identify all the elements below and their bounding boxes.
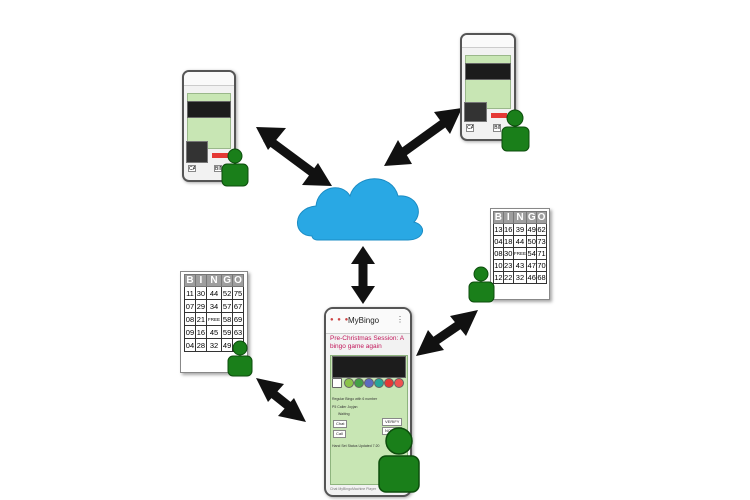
ball-icon bbox=[364, 378, 374, 388]
app-name: MyBingo bbox=[348, 316, 380, 325]
bingo-board bbox=[186, 141, 208, 163]
arrow-top-right bbox=[384, 108, 462, 166]
person-icon bbox=[227, 340, 253, 377]
bingo-card-right: B I N G O 13 16 39 49 62 04 18 44 50 73 … bbox=[490, 208, 550, 300]
ball-icon bbox=[374, 378, 384, 388]
card-cell: 22 bbox=[502, 271, 514, 284]
bottom-nav[interactable]: Chat MyBingoMachine Player bbox=[330, 487, 377, 491]
person-icon bbox=[501, 109, 530, 152]
footer-status: Hand Set Status Updated 7:20 bbox=[332, 444, 380, 448]
app-bar bbox=[326, 309, 410, 334]
verify-button[interactable]: VERIFY bbox=[382, 418, 403, 426]
card-cell: 32 bbox=[512, 271, 528, 284]
arrow-right-card bbox=[416, 310, 478, 356]
ball-row bbox=[332, 378, 404, 388]
call-button[interactable]: Call bbox=[333, 430, 346, 438]
ball-icon bbox=[332, 378, 342, 388]
call-chip[interactable]: CALL bbox=[466, 124, 475, 132]
card-header-cell: N bbox=[205, 274, 223, 287]
bingo-board bbox=[464, 101, 487, 123]
app-bar bbox=[462, 35, 514, 49]
card-cell: 32 bbox=[205, 338, 223, 352]
cloud-icon bbox=[297, 178, 423, 241]
called-numbers-grid bbox=[465, 63, 511, 80]
person-icon bbox=[468, 266, 495, 303]
ball-icon bbox=[394, 378, 404, 388]
window-controls-icon: ● ● ● bbox=[330, 317, 350, 323]
called-numbers-grid bbox=[187, 101, 231, 119]
caller-label: P5 Caller Joyjan bbox=[332, 405, 358, 409]
ball-icon bbox=[384, 378, 394, 388]
claim-button[interactable] bbox=[211, 153, 228, 159]
menu-icon[interactable]: ⋮ bbox=[396, 315, 404, 324]
arrow-center bbox=[351, 246, 375, 304]
ball-icon bbox=[344, 378, 354, 388]
claim-button[interactable] bbox=[490, 113, 508, 119]
person-icon bbox=[378, 427, 420, 493]
bingo-card-table: B I N G O 13 16 39 49 62 04 18 44 50 73 … bbox=[493, 211, 547, 284]
person-icon bbox=[221, 148, 249, 187]
arrow-left-card bbox=[256, 378, 306, 422]
ball-icon bbox=[354, 378, 364, 388]
chat-button[interactable]: Chat bbox=[333, 420, 348, 428]
card-cell: 68 bbox=[536, 271, 547, 284]
called-numbers-grid bbox=[332, 356, 406, 378]
app-bar bbox=[184, 72, 234, 86]
pattern-text: Regular Bingo with 6 number bbox=[332, 397, 378, 401]
status-text: Waiting bbox=[338, 412, 350, 416]
arrow-top-left bbox=[256, 127, 332, 186]
call-chip[interactable]: CALL bbox=[188, 164, 196, 173]
session-title: Pre-Christmas Session: A bingo game agai… bbox=[330, 335, 404, 350]
host-phone: ● ● ● MyBingo ⋮ Pre-Christmas Session: A… bbox=[324, 307, 412, 497]
